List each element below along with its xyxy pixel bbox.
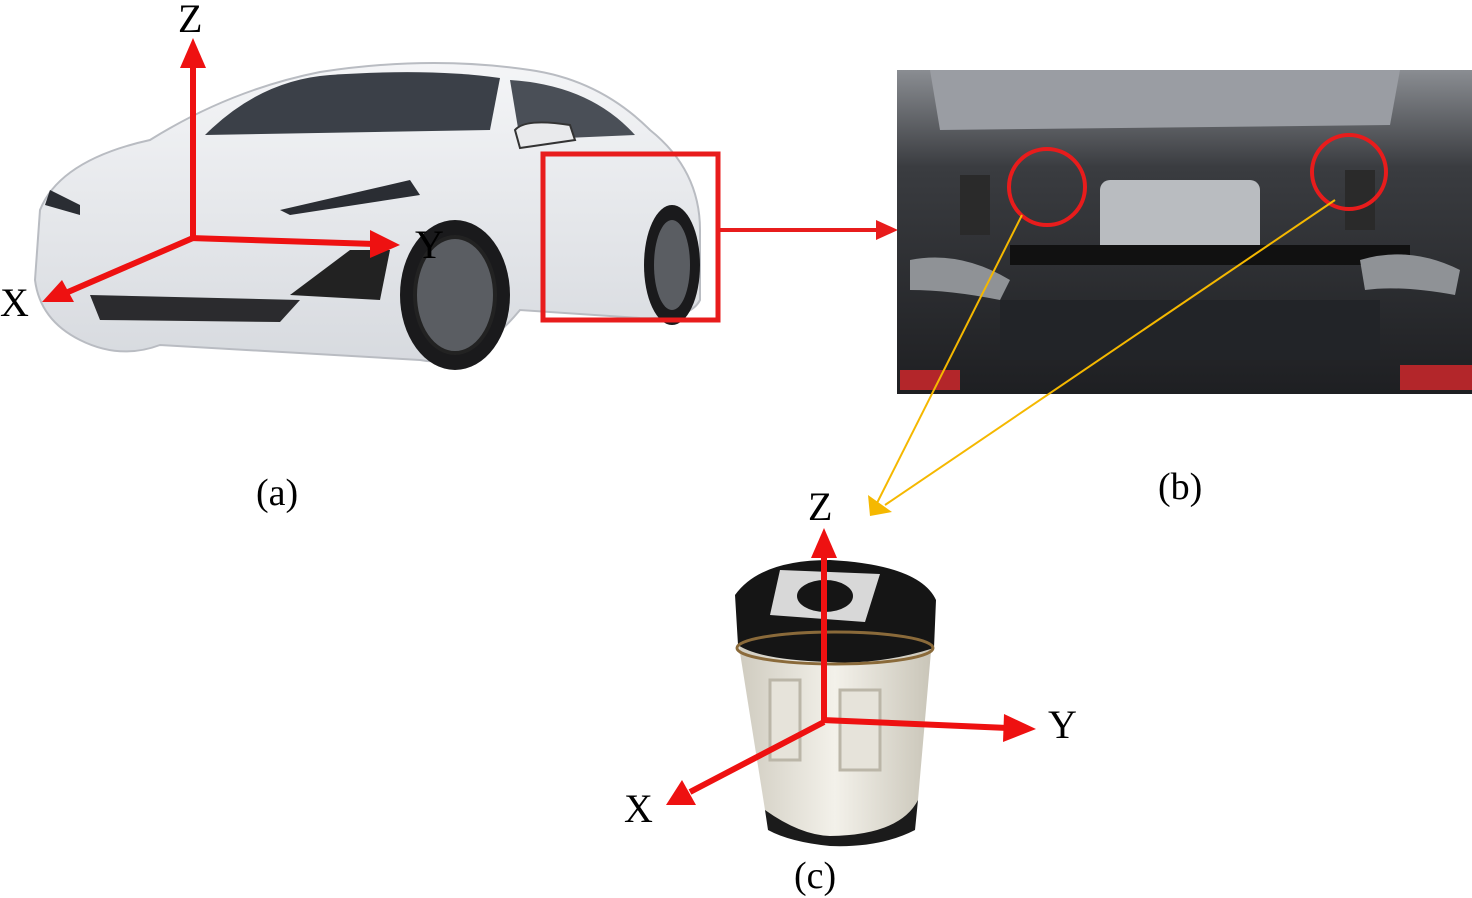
caption-b: (b) xyxy=(1158,466,1202,508)
x-axis-label: X xyxy=(0,280,29,325)
mount-highlight-left xyxy=(1007,147,1087,227)
leader-line-right xyxy=(884,199,1336,506)
caption-c: (c) xyxy=(794,855,836,897)
x-axis-arrow xyxy=(66,235,195,295)
y-axis-label: Y xyxy=(415,222,444,267)
region-highlight-box xyxy=(540,151,721,323)
leader-line-left xyxy=(875,214,1023,506)
caption-a: (a) xyxy=(256,472,298,514)
x-axis-label: X xyxy=(624,786,653,831)
z-axis-label: Z xyxy=(178,0,202,41)
mount-highlight-right xyxy=(1310,133,1388,211)
y-axis-arrow xyxy=(821,717,1009,731)
z-axis-label: Z xyxy=(808,484,832,529)
underbody-photo xyxy=(897,70,1472,394)
bushing-image xyxy=(735,560,936,847)
y-axis-label: Y xyxy=(1048,702,1077,747)
car-image xyxy=(33,61,701,370)
axes-c: Z Y X xyxy=(624,484,1077,831)
y-axis-arrow xyxy=(189,235,376,247)
x-axis-arrow xyxy=(688,719,826,795)
pointer-arrow-head xyxy=(876,220,898,240)
axes-a: Z Y X xyxy=(0,0,444,325)
